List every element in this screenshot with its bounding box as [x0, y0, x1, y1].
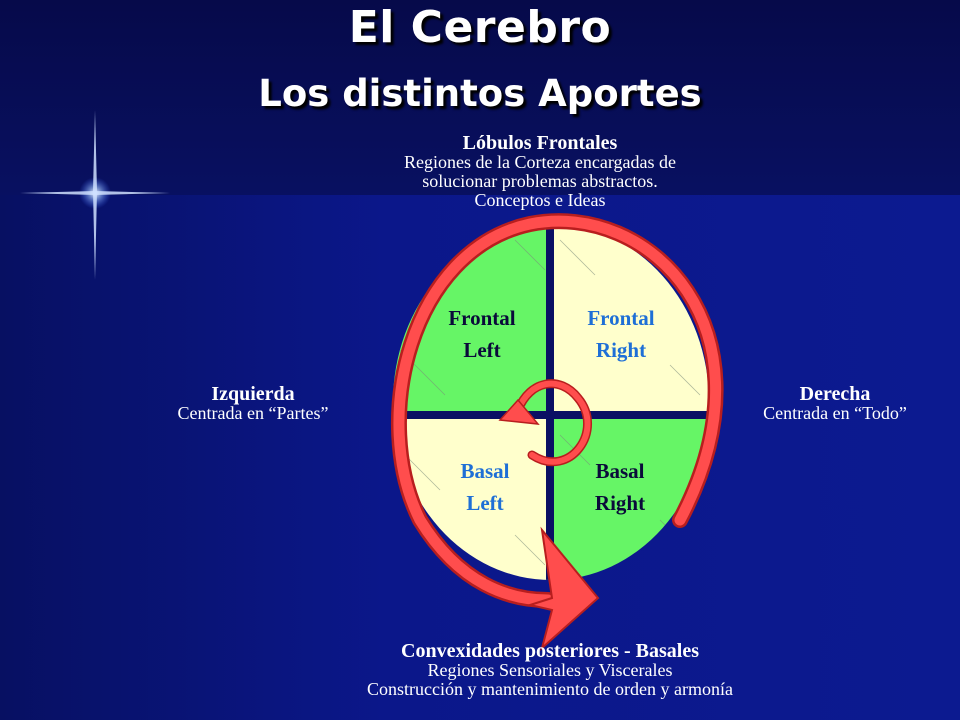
sparkle-decoration	[20, 110, 170, 280]
outer-arrowhead	[526, 526, 600, 651]
vertical-divider	[546, 224, 554, 580]
label-frontal-left: Frontal Left	[422, 302, 542, 366]
basal-line-2: Construcción y mantenimiento de orden y …	[367, 679, 733, 699]
page-title: El Cerebro	[348, 2, 612, 53]
label-basal-left-line-2: Left	[466, 491, 504, 515]
inner-arrowhead	[498, 398, 540, 425]
right-line: Centrada en “Todo”	[763, 403, 907, 423]
basal-line-1: Regiones Sensoriales y Viscerales	[427, 660, 673, 680]
horizontal-divider	[393, 411, 709, 419]
label-frontal-left-line-2: Left	[463, 338, 501, 362]
label-frontal-right: Frontal Right	[561, 302, 681, 366]
left-line: Centrada en “Partes”	[177, 403, 329, 423]
frontal-line-2: solucionar problemas abstractos.	[422, 171, 658, 191]
basal-description: Convexidades posteriores - Basales Regio…	[250, 640, 850, 699]
label-basal-right-line-2: Right	[594, 491, 646, 515]
left-description: Izquierda Centrada en “Partes”	[118, 383, 388, 423]
label-basal-left: Basal Left	[425, 455, 545, 519]
label-basal-right-line-1: Basal	[595, 459, 645, 483]
label-basal-left-line-1: Basal	[460, 459, 510, 483]
right-heading: Derecha	[799, 383, 871, 405]
left-heading: Izquierda	[211, 383, 295, 405]
frontal-description: Lóbulos Frontales Regiones de la Corteza…	[330, 132, 750, 210]
frontal-heading: Lóbulos Frontales	[462, 132, 618, 154]
frontal-line-3: Conceptos e Ideas	[474, 190, 606, 210]
label-frontal-right-line-1: Frontal	[587, 306, 655, 330]
label-frontal-left-line-1: Frontal	[448, 306, 516, 330]
label-basal-right: Basal Right	[560, 455, 680, 519]
frontal-line-1: Regiones de la Corteza encargadas de	[403, 152, 677, 172]
page-subtitle: Los distintos Aportes	[258, 72, 702, 115]
basal-heading: Convexidades posteriores - Basales	[401, 640, 699, 662]
label-frontal-right-line-2: Right	[595, 338, 647, 362]
right-description: Derecha Centrada en “Todo”	[700, 383, 960, 423]
